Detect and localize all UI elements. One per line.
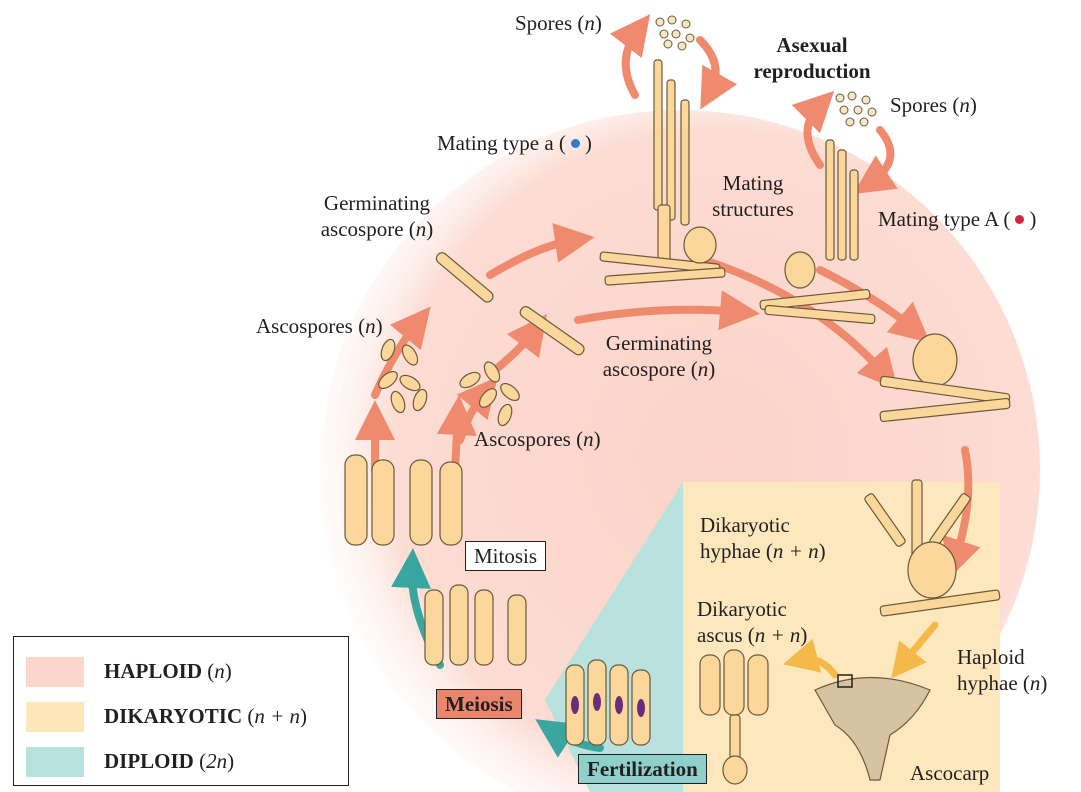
mitosis-box: Mitosis [465, 541, 546, 571]
legend-text-dikaryotic: DIKARYOTIC (n + n) [104, 704, 307, 729]
ascocarp-label: Ascocarp [910, 760, 989, 786]
n-symbol: n [416, 217, 427, 241]
germinating-left-line1: Germinating [302, 190, 452, 216]
n-plus-n-symbol: n + n [755, 623, 801, 647]
meiosis-box: Meiosis [436, 689, 522, 719]
legend-row-dikaryotic: DIKARYOTIC (n + n) [26, 700, 346, 734]
spores-right-text: Spores [890, 93, 947, 117]
dikaryotic-ascus-label: Dikaryotic ascus (n + n) [697, 596, 807, 648]
legend-row-diploid: DIPLOID (2n) [26, 745, 346, 779]
dikaryotic-hyphae-label: Dikaryotic hyphae (n + n) [700, 512, 826, 564]
legend-name-haploid: HAPLOID [104, 659, 202, 683]
germinating-ascospore-mid-label: Germinating ascospore (n) [584, 330, 734, 382]
legend-ploidy-dikaryotic: n + n [254, 704, 300, 728]
haploid-hyphae-line1: Haploid [957, 644, 1047, 670]
mating-type-a-label: Mating type a () [437, 130, 592, 156]
n-symbol: n [698, 357, 709, 381]
ascospores-mid-label: Ascospores (n) [474, 426, 601, 452]
germinating-mid-line1: Germinating [584, 330, 734, 356]
close-paren: ) [1029, 207, 1036, 231]
asexual-line2: reproduction [737, 58, 887, 84]
n-symbol: n [584, 11, 595, 35]
germinating-left-line2: ascospore [321, 217, 404, 241]
n-symbol: n [365, 314, 376, 338]
asexual-line1: Asexual [737, 32, 887, 58]
ascospores-left-text: Ascospores [256, 314, 353, 338]
spores-top [656, 16, 694, 50]
mitosis-asci-drawing [425, 585, 526, 665]
legend-swatch-diploid [26, 747, 84, 777]
spores-right-label: Spores (n) [890, 92, 977, 118]
n-plus-n-symbol: n + n [773, 539, 819, 563]
legend-text-haploid: HAPLOID (n) [104, 659, 232, 684]
legend-swatch-dikaryotic [26, 702, 84, 732]
dikaryotic-ascus-line1: Dikaryotic [697, 596, 807, 622]
mating-structures-line1: Mating [698, 170, 808, 196]
legend-swatch-haploid [26, 657, 84, 687]
germinating-mid-line2: ascospore [603, 357, 686, 381]
ascospores-mid-text: Ascospores [474, 427, 571, 451]
legend-text-diploid: DIPLOID (2n) [104, 749, 234, 774]
dikaryotic-hyphae-line2: hyphae [700, 539, 761, 563]
spores-top-label: Spores (n) [515, 10, 602, 36]
legend-row-haploid: HAPLOID (n) [26, 655, 346, 689]
mating-type-a-text: Mating type a ( [437, 131, 566, 155]
legend-ploidy-diploid: 2n [206, 749, 227, 773]
legend-name-dikaryotic: DIKARYOTIC [104, 704, 242, 728]
blue-nucleus-icon [571, 139, 580, 148]
n-symbol: n [959, 93, 970, 117]
haploid-hyphae-label: Haploid hyphae (n) [957, 644, 1047, 696]
spores-right [836, 92, 876, 126]
n-symbol: n [1030, 671, 1041, 695]
spores-top-text: Spores [515, 11, 572, 35]
legend-ploidy-haploid: n [214, 659, 225, 683]
legend-name-diploid: DIPLOID [104, 749, 194, 773]
dikaryotic-ascus-line2: ascus [697, 623, 743, 647]
germinating-ascospore-left-label: Germinating ascospore (n) [302, 190, 452, 242]
dikaryotic-hyphae-line1: Dikaryotic [700, 512, 826, 538]
close-paren: ) [585, 131, 592, 155]
mating-type-A-label: Mating type A () [878, 206, 1036, 232]
mating-structures-label: Mating structures [698, 170, 808, 222]
red-nucleus-icon [1015, 215, 1024, 224]
asexual-reproduction-label: Asexual reproduction [737, 32, 887, 84]
mating-type-A-text: Mating type A ( [878, 207, 1010, 231]
haploid-hyphae-line2: hyphae [957, 671, 1018, 695]
ascospores-left-label: Ascospores (n) [256, 313, 383, 339]
mating-structures-line2: structures [698, 196, 808, 222]
fertilization-box: Fertilization [578, 754, 707, 784]
n-symbol: n [583, 427, 594, 451]
legend: HAPLOID (n) DIKARYOTIC (n + n) DIPLOID (… [13, 636, 349, 786]
